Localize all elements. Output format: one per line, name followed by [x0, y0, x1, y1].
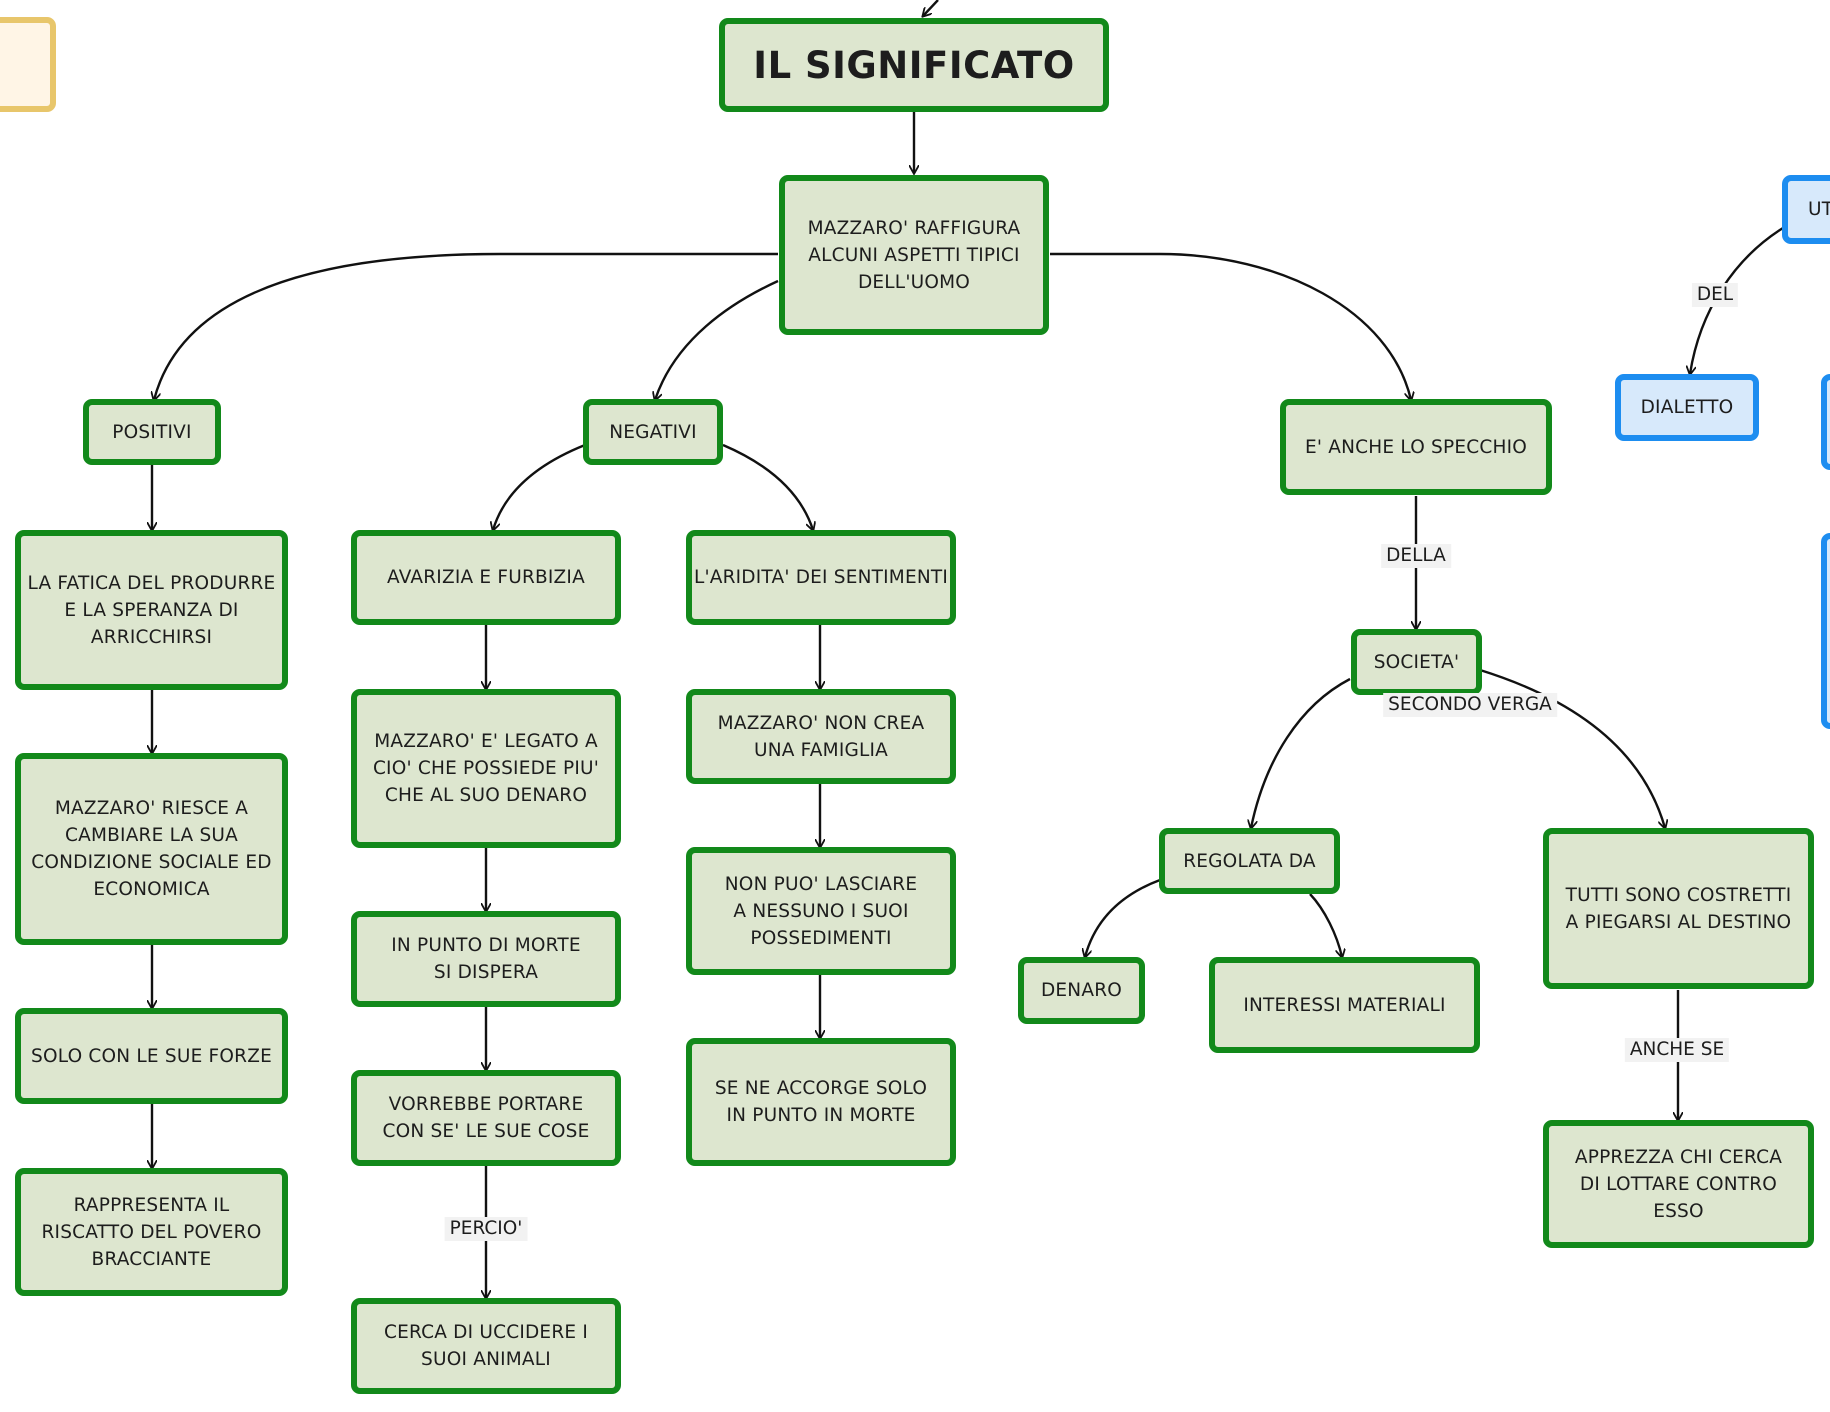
societa-node[interactable]: SOCIETA' — [1351, 629, 1482, 695]
partial-blue-node-2[interactable] — [1821, 374, 1830, 470]
pos-2-node[interactable]: MAZZARO' RIESCE A CAMBIARE LA SUA CONDIZ… — [15, 753, 288, 945]
apprezza-text: APPREZZA CHI CERCA DI LOTTARE CONTRO ESS… — [1574, 1146, 1783, 1222]
negativi-text: NEGATIVI — [609, 421, 697, 443]
neg-b1-node[interactable]: L'ARIDITA' DEI SENTIMENTI — [686, 530, 956, 625]
specchio-node[interactable]: E' ANCHE LO SPECCHIO — [1280, 399, 1552, 495]
neg-a5-node[interactable]: CERCA DI UCCIDERE I SUOI ANIMALI — [351, 1298, 621, 1394]
edge-societa-regolata — [1251, 677, 1351, 828]
specchio-text: E' ANCHE LO SPECCHIO — [1305, 436, 1527, 458]
partial-ut-node[interactable]: UT — [1782, 175, 1830, 244]
neg-b2-text: MAZZARO' NON CREA UNA FAMIGLIA — [717, 712, 925, 761]
apprezza-node[interactable]: APPREZZA CHI CERCA DI LOTTARE CONTRO ESS… — [1543, 1120, 1814, 1248]
neg-b4-node[interactable]: SE NE ACCORGE SOLO IN PUNTO IN MORTE — [686, 1038, 956, 1166]
link-label-anche-se: ANCHE SE — [1624, 1038, 1730, 1062]
title-node[interactable]: IL SIGNIFICATO — [719, 18, 1109, 112]
neg-a3-node[interactable]: IN PUNTO DI MORTE SI DISPERA — [351, 911, 621, 1007]
neg-a4-text: VORREBBE PORTARE CON SE' LE SUE COSE — [382, 1094, 590, 1142]
partial-blue-node-3[interactable] — [1821, 533, 1830, 729]
pos-1-node[interactable]: LA FATICA DEL PRODURRE E LA SPERANZA DI … — [15, 530, 288, 690]
edge-root-specchio — [1050, 252, 1411, 400]
denaro-text: DENARO — [1040, 980, 1123, 1001]
edge-root-negativi — [655, 279, 779, 400]
neg-a1-node[interactable]: AVARIZIA E FURBIZIA — [351, 530, 621, 625]
root-node[interactable]: MAZZARO' RAFFIGURA ALCUNI ASPETTI TIPICI… — [779, 175, 1049, 335]
destino-text: TUTTI SONO COSTRETTI A PIEGARSI AL DESTI… — [1565, 884, 1792, 933]
edge-negativi-nega1 — [493, 443, 586, 530]
interessi-node[interactable]: INTERESSI MATERIALI — [1209, 957, 1480, 1053]
regolata-text: REGOLATA DA — [1183, 850, 1316, 872]
neg-a2-node[interactable]: MAZZARO' E' LEGATO A CIO' CHE POSSIEDE P… — [351, 689, 621, 848]
page-title: IL SIGNIFICATO — [753, 43, 1075, 87]
neg-a3-text: IN PUNTO DI MORTE SI DISPERA — [391, 935, 581, 983]
edge-negativi-negb1 — [722, 443, 813, 530]
neg-b2-node[interactable]: MAZZARO' NON CREA UNA FAMIGLIA — [686, 689, 956, 784]
pos-3-node[interactable]: SOLO CON LE SUE FORZE — [15, 1008, 288, 1104]
edge-regolata-interessi — [1309, 893, 1342, 957]
positivi-text: POSITIVI — [112, 421, 192, 443]
neg-a1-text: AVARIZIA E FURBIZIA — [387, 567, 585, 588]
pos-3-text: SOLO CON LE SUE FORZE — [31, 1045, 272, 1067]
neg-b1-text: L'ARIDITA' DEI SENTIMENTI — [693, 567, 949, 588]
neg-a4-node[interactable]: VORREBBE PORTARE CON SE' LE SUE COSE — [351, 1070, 621, 1166]
interessi-text: INTERESSI MATERIALI — [1243, 994, 1446, 1016]
edge-root-positivi — [154, 252, 778, 400]
edge-societa-destino — [1479, 668, 1665, 828]
positivi-node[interactable]: POSITIVI — [83, 399, 221, 465]
destino-node[interactable]: TUTTI SONO COSTRETTI A PIEGARSI AL DESTI… — [1543, 828, 1814, 989]
neg-a5-text: CERCA DI UCCIDERE I SUOI ANIMALI — [383, 1322, 589, 1370]
neg-b3-node[interactable]: NON PUO' LASCIARE A NESSUNO I SUOI POSSE… — [686, 847, 956, 975]
edge-regolata-denaro — [1085, 878, 1161, 957]
link-label-della: DELLA — [1381, 544, 1451, 568]
regolata-node[interactable]: REGOLATA DA — [1159, 828, 1340, 894]
link-label-secondo-verga: SECONDO VERGA — [1383, 693, 1557, 717]
partial-ut-text: UT — [1808, 199, 1830, 220]
link-label-del: DEL — [1691, 283, 1739, 307]
link-label-percio: PERCIO' — [444, 1217, 528, 1241]
denaro-node[interactable]: DENARO — [1018, 957, 1145, 1024]
root-node-text: MAZZARO' RAFFIGURA ALCUNI ASPETTI TIPICI… — [807, 217, 1021, 293]
pos-2-text: MAZZARO' RIESCE A CAMBIARE LA SUA CONDIZ… — [31, 798, 272, 900]
pos-4-text: RAPPRESENTA IL RISCATTO DEL POVERO BRACC… — [41, 1194, 262, 1270]
societa-text: SOCIETA' — [1373, 651, 1460, 673]
pos-1-text: LA FATICA DEL PRODURRE E LA SPERANZA DI … — [27, 572, 276, 648]
neg-b4-text: SE NE ACCORGE SOLO IN PUNTO IN MORTE — [714, 1078, 928, 1126]
dialetto-text: DIALETTO — [1640, 397, 1734, 418]
neg-a2-text: MAZZARO' E' LEGATO A CIO' CHE POSSIEDE P… — [372, 731, 600, 806]
partial-left-node[interactable]: E — [0, 17, 56, 112]
dialetto-node[interactable]: DIALETTO — [1615, 374, 1759, 441]
edge-incoming-title — [923, 0, 939, 16]
neg-b3-text: NON PUO' LASCIARE A NESSUNO I SUOI POSSE… — [724, 873, 918, 949]
pos-4-node[interactable]: RAPPRESENTA IL RISCATTO DEL POVERO BRACC… — [15, 1168, 288, 1296]
negativi-node[interactable]: NEGATIVI — [583, 399, 723, 465]
